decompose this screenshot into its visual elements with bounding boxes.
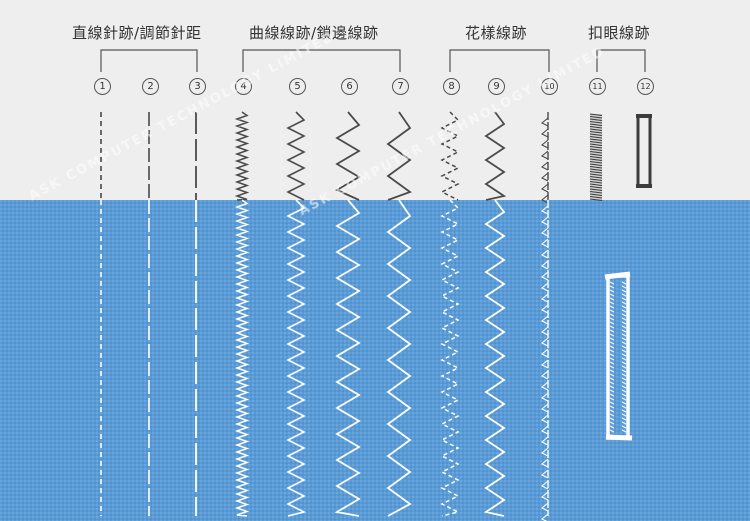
category-label-pattern: 花樣線跡 <box>465 22 527 43</box>
category-label-straight: 直線針跡/調節針距 <box>72 22 202 43</box>
fabric-swatch <box>0 200 750 521</box>
stitch-number-2: 2 <box>142 78 159 95</box>
stitch-number-7: 7 <box>392 78 409 95</box>
stitch-number-11: 11 <box>589 78 606 95</box>
stitch-number-5: 5 <box>289 78 306 95</box>
buttonhole-bartack-bottom <box>606 437 632 438</box>
stitch-number-8: 8 <box>443 78 460 95</box>
stitch-number-12: 12 <box>637 78 654 95</box>
stitch-number-6: 6 <box>341 78 358 95</box>
category-label-buttonhole: 扣眼線跡 <box>588 22 650 43</box>
stitch-number-1: 1 <box>94 78 111 95</box>
stitch-number-9: 9 <box>488 78 505 95</box>
buttonhole-bartack-top <box>605 274 630 277</box>
stitch-number-3: 3 <box>189 78 206 95</box>
